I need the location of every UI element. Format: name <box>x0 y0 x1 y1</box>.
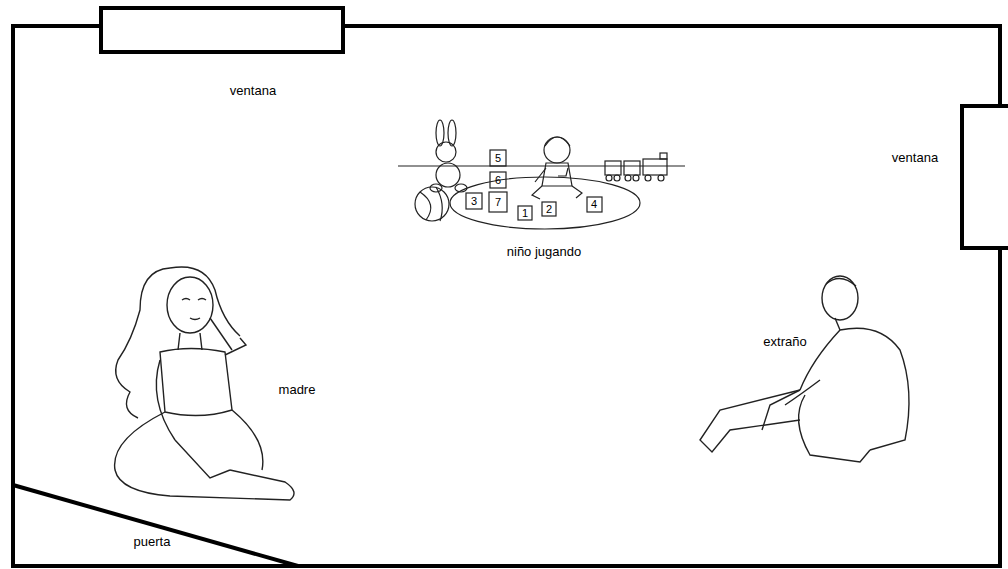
block-number: 1 <box>522 207 528 219</box>
person-label: extraño <box>763 335 806 349</box>
block-number: 6 <box>495 174 501 186</box>
person-label: madre <box>279 383 316 397</box>
block-number: 7 <box>495 196 501 208</box>
window-label: ventana <box>892 151 938 165</box>
block-number: 3 <box>471 195 477 207</box>
child-label: niño jugando <box>507 245 581 259</box>
block-number: 2 <box>546 203 552 215</box>
block-number: 5 <box>495 152 501 164</box>
door-label: puerta <box>134 535 171 549</box>
block-number: 4 <box>591 198 597 210</box>
window-label: ventana <box>230 84 276 98</box>
